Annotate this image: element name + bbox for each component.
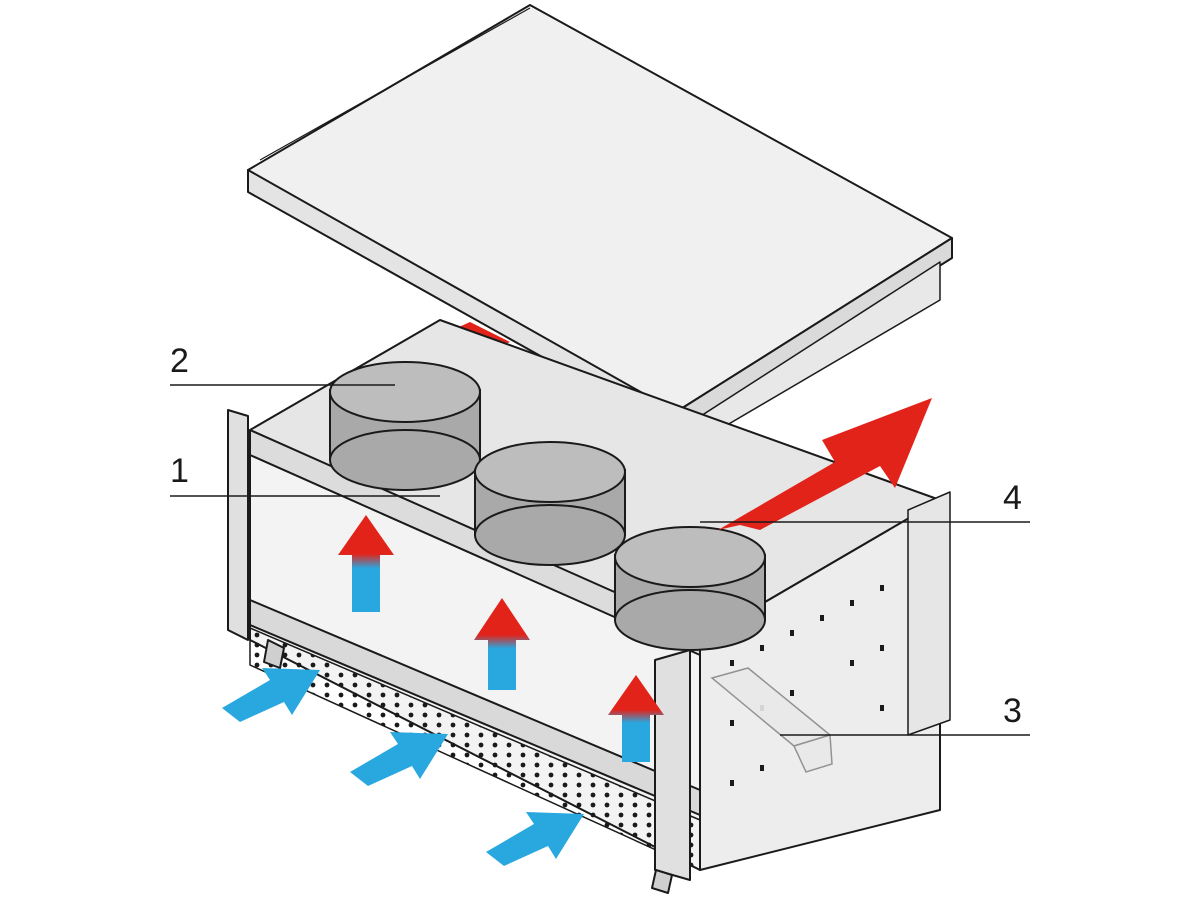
fan-tray <box>329 361 766 651</box>
fan-icon <box>614 526 766 651</box>
arrow-upflow-icon <box>608 675 664 762</box>
top-cover <box>247 4 953 456</box>
callout-3: 3 <box>1003 692 1022 730</box>
intake-airflow <box>222 668 584 866</box>
callout-4: 4 <box>1003 479 1022 517</box>
arrow-intake-icon <box>486 812 584 866</box>
arrow-exhaust-icon <box>718 398 932 530</box>
callout-2: 2 <box>170 342 189 380</box>
arrow-intake-icon <box>222 668 320 722</box>
fan-icon <box>474 441 626 566</box>
callout-leaders <box>170 384 1030 736</box>
arrow-upflow-icon <box>338 515 394 612</box>
arrow-intake-icon <box>350 732 448 786</box>
internal-airflow <box>338 515 664 762</box>
fan-icon <box>329 361 481 491</box>
callout-1: 1 <box>170 452 189 490</box>
arrow-upflow-icon <box>474 598 530 690</box>
